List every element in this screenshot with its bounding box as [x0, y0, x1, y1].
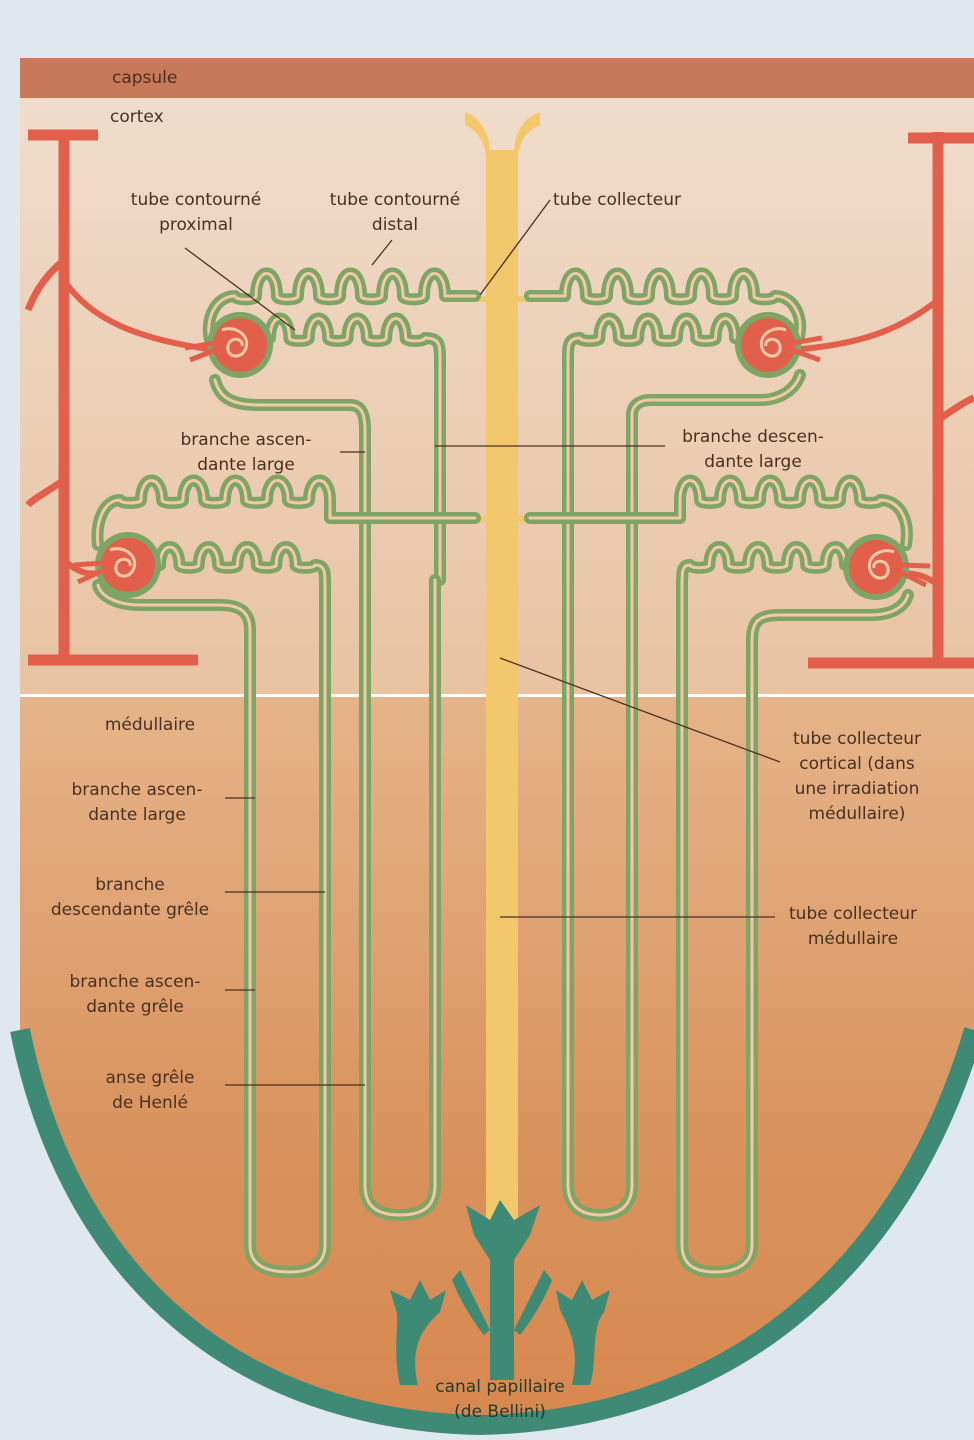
branche-ascendante-grele-label: branche ascen- dante grêle — [69, 972, 201, 1017]
tubule-upper-left-proximal-lumen — [268, 317, 442, 582]
papillary-ducts — [390, 1200, 610, 1385]
tubule-upper-right-proximal-lumen — [566, 317, 802, 1217]
tube-collecteur-label: tube collecteur — [553, 190, 681, 210]
leader-lines — [184, 199, 781, 1086]
nephron-tubules — [91, 267, 914, 1278]
papilla-outline — [10, 1027, 974, 1436]
tube-collecteur-medullaire-label: tube collecteur médullaire — [789, 904, 917, 949]
cortex-label: cortex — [110, 107, 164, 127]
tubule-lower-left-proximal-lumen — [96, 545, 327, 1274]
anse-grele-henle-label: anse grêle de Henlé — [105, 1068, 195, 1113]
artery-left — [24, 129, 216, 666]
tubule-upper-left-ascending-lumen — [213, 378, 437, 1217]
glomerulus-lower-left — [73, 532, 161, 598]
tubule-lower-right-proximal-lumen — [680, 545, 910, 1274]
glomerulus-upper-right — [735, 312, 823, 378]
tubule-lower-right-distal-lumen — [528, 479, 909, 547]
medullaire-label: médullaire — [104, 715, 196, 735]
branche-ascendante-large-left-label: branche ascen- dante large — [71, 780, 203, 825]
branche-descendante-large-label: branche descen- dante large — [682, 427, 824, 472]
branche-descendante-grele-label: branche descendante grêle — [50, 875, 210, 920]
branche-ascendante-large-top-label: branche ascen- dante large — [180, 430, 312, 475]
tubule-lower-left-distal-lumen — [95, 479, 477, 547]
tube-contourne-distal-label: tube contourné distal — [329, 190, 461, 235]
capsule-band — [20, 58, 974, 98]
glomerulus-lower-right — [843, 534, 931, 600]
artery-right — [789, 132, 974, 669]
capsule-label: capsule — [112, 68, 178, 88]
canal-papillaire-label: canal papillaire (de Bellini) — [435, 1377, 565, 1422]
tube-collecteur-cortical-label: tube collecteur cortical (dans une irrad… — [793, 729, 921, 824]
tubule-upper-right-distal-lumen — [528, 272, 802, 342]
tubule-upper-left-distal-lumen — [207, 272, 477, 342]
tube-contourne-proximal-label: tube contourné proximal — [130, 190, 262, 235]
glomerulus-upper-left — [184, 312, 273, 378]
